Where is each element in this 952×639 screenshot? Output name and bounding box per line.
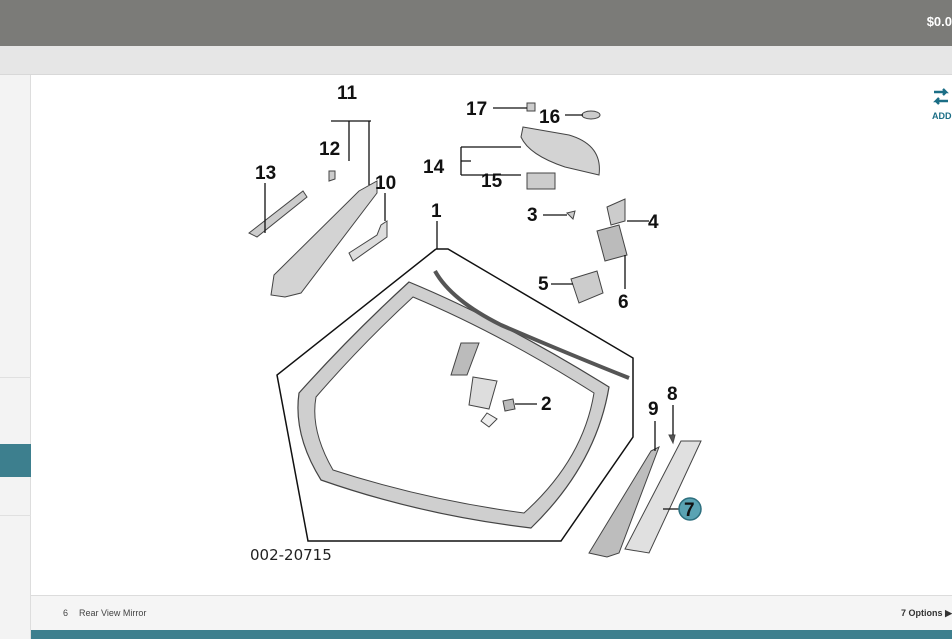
part-10[interactable] (348, 220, 388, 262)
cart-total[interactable]: $0.0 (926, 14, 952, 29)
visor-clip-part[interactable] (581, 110, 601, 120)
mirror-cover-part[interactable] (606, 198, 626, 226)
diagram-code: 002-20715 (250, 546, 332, 564)
callout-11[interactable]: 11 (337, 83, 358, 104)
panel-divider (0, 377, 31, 378)
bottom-bar (31, 630, 952, 639)
sensor-bracket-part[interactable] (468, 376, 498, 410)
callout-13[interactable]: 13 (255, 163, 276, 184)
panel-divider (0, 515, 31, 516)
rear-view-mirror-part[interactable] (596, 224, 628, 262)
part-3[interactable] (566, 210, 576, 220)
sub-toolbar (0, 46, 952, 75)
diagram-svg: 1 2 3 4 5 6 7 8 9 10 11 12 13 14 15 16 1… (248, 83, 702, 564)
callout-10[interactable]: 10 (375, 173, 396, 194)
callout-5[interactable]: 5 (538, 274, 549, 295)
options-label: 7 Options (901, 608, 943, 618)
callout-1[interactable]: 1 (431, 201, 442, 222)
pillar-trim-part[interactable] (270, 180, 378, 298)
clip-part[interactable] (480, 412, 498, 428)
visor-hinge-part[interactable] (526, 102, 536, 112)
callout-12[interactable]: 12 (319, 139, 340, 160)
callout-14[interactable]: 14 (423, 157, 445, 178)
active-panel-item[interactable] (0, 444, 31, 477)
callout-16[interactable]: 16 (539, 107, 560, 128)
callout-7[interactable]: 7 (684, 500, 695, 521)
windshield-inner (314, 296, 595, 514)
callout-2[interactable]: 2 (541, 394, 552, 415)
bracket-14 (460, 146, 521, 176)
mirror-base-cover-part[interactable] (570, 270, 604, 304)
item-name[interactable]: Rear View Mirror (79, 608, 147, 618)
callout-8[interactable]: 8 (667, 384, 678, 405)
callout-4[interactable]: 4 (648, 212, 659, 233)
item-number: 6 (63, 608, 69, 618)
part-12[interactable] (328, 170, 336, 182)
top-bar: $0.0 (0, 0, 952, 46)
vanity-mirror-part[interactable] (526, 172, 556, 190)
molding-strip[interactable] (433, 270, 630, 380)
callout-17[interactable]: 17 (466, 99, 487, 120)
left-panel (0, 75, 31, 639)
bracket-11 (331, 120, 371, 185)
grab-handle-part[interactable] (248, 190, 308, 238)
callout-15[interactable]: 15 (481, 171, 503, 192)
pillar-molding-part[interactable] (624, 440, 702, 554)
options-link[interactable]: 7 Options ▶ (901, 608, 952, 619)
callout-9[interactable]: 9 (648, 399, 659, 420)
callout-7-highlight[interactable] (678, 497, 702, 521)
swap-arrows-icon (933, 88, 949, 105)
sun-visor-part[interactable] (520, 126, 600, 176)
part-2[interactable] (502, 398, 516, 412)
pillar-garnish-part[interactable] (588, 445, 660, 558)
callout-3[interactable]: 3 (527, 205, 538, 226)
add-button[interactable]: ADD (930, 86, 952, 122)
callout-6[interactable]: 6 (618, 292, 629, 313)
selected-item-footer: 6 Rear View Mirror 7 Options ▶ (31, 595, 952, 630)
mirror-mount-part[interactable] (450, 342, 480, 376)
add-label: ADD (932, 111, 952, 121)
group-outline (276, 248, 634, 542)
parts-diagram: 1 2 3 4 5 6 7 8 9 10 11 12 13 14 15 16 1… (31, 75, 952, 595)
triangle-right-icon: ▶ (945, 608, 952, 618)
clip-8-part[interactable] (668, 434, 676, 445)
